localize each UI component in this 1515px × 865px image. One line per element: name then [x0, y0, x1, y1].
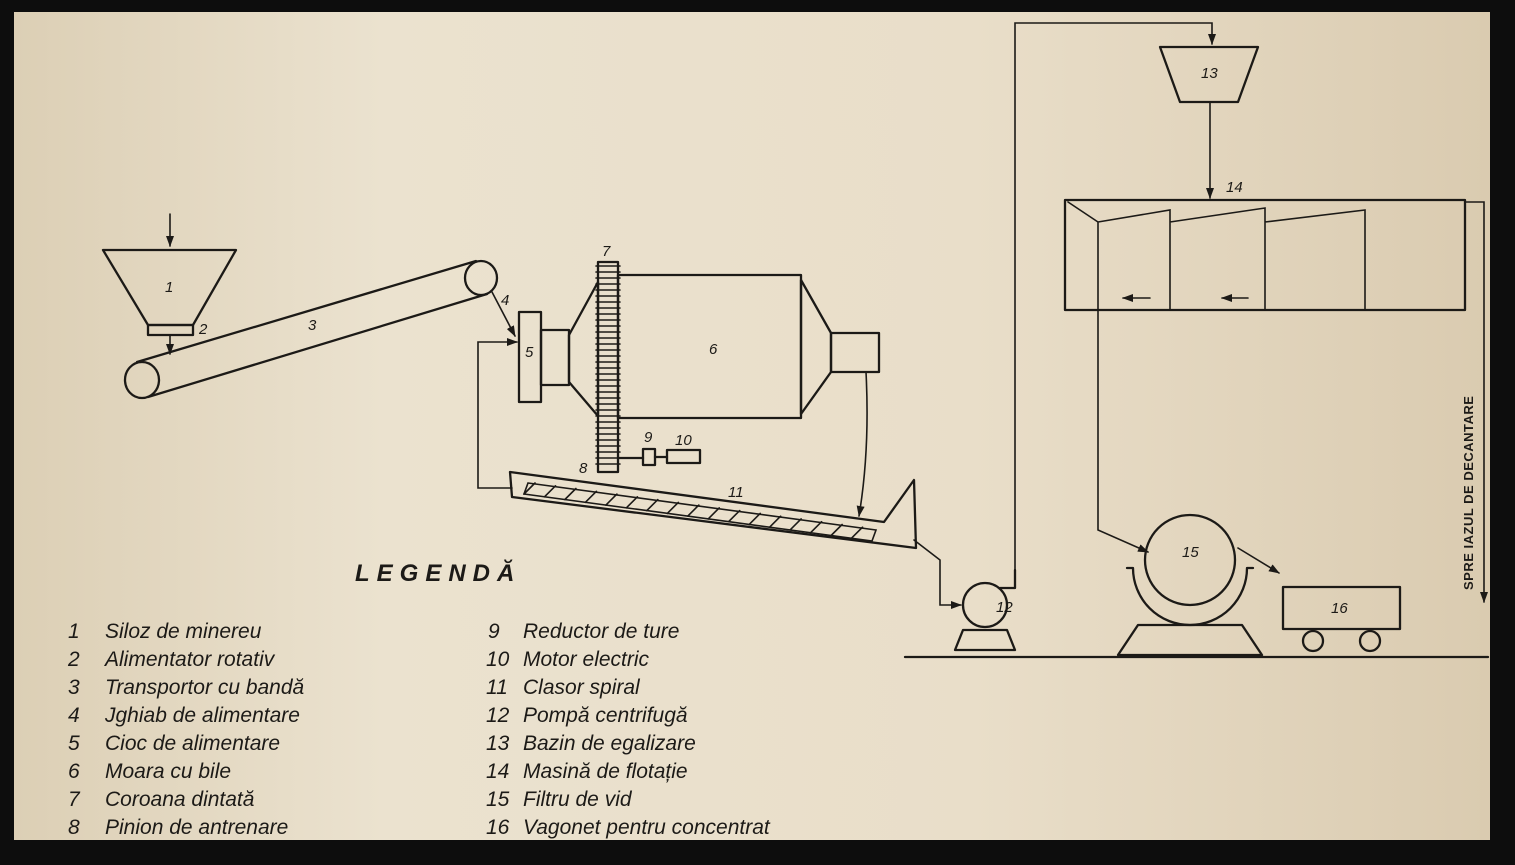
legend-label: Pompă centrifugă	[523, 704, 688, 727]
belt-conveyor: 3	[123, 259, 499, 400]
conveyor-belt-bottom	[146, 292, 489, 399]
conveyor-head-roller	[463, 259, 499, 297]
classifier-trough	[508, 470, 918, 550]
legend-number: 13	[486, 732, 510, 755]
filter-number-label: 15	[1182, 544, 1199, 561]
legend-label: Reductor de ture	[523, 620, 679, 643]
filter-cradle	[1125, 566, 1255, 627]
legend-number: 3	[68, 676, 80, 699]
legend-label: Jghiab de alimentare	[104, 704, 300, 727]
legend-label: Clasor spiral	[523, 676, 641, 699]
concentrate-wagon: 16	[1281, 585, 1402, 653]
classifier-overflow-line	[913, 539, 962, 609]
legend-label: Masină de flotație	[523, 760, 688, 783]
pump-outlet-stub	[998, 568, 1017, 590]
flotation-cell-partitions	[1067, 201, 1366, 311]
concentrate-line	[1097, 309, 1149, 553]
rotary-feeder	[146, 323, 195, 337]
wagon-body	[1281, 585, 1402, 631]
legend-number: 9	[488, 620, 500, 643]
silo-number-label: 1	[165, 279, 173, 296]
legend-label: Siloz de minereu	[105, 620, 262, 643]
motor-number-label: 10	[675, 432, 692, 449]
tank-body	[1158, 45, 1260, 104]
scoop-number-label: 5	[525, 344, 534, 361]
reducer-number-label: 9	[644, 429, 653, 446]
pump-number-label: 12	[996, 599, 1013, 616]
pump-casing	[961, 581, 1009, 629]
centrifugal-pump: 12	[953, 22, 1216, 652]
mill-discharge-trunnion	[829, 331, 881, 374]
equalizing-tank: 13	[1158, 45, 1260, 199]
tailings-line	[1464, 201, 1488, 603]
chute-number-label: 4	[501, 292, 509, 309]
feeder-number-label: 2	[198, 321, 208, 338]
spiral-classifier: 11	[508, 470, 962, 609]
legend-label: Motor electric	[523, 648, 650, 671]
legend-label: Filtru de vid	[523, 788, 633, 811]
speed-reducer	[641, 447, 657, 467]
legend-number: 1	[68, 620, 80, 643]
sand-return-line	[477, 338, 518, 489]
conveyor-belt-top	[135, 259, 478, 364]
legend-label: Coroana dintată	[105, 788, 254, 811]
legend-number: 15	[486, 788, 510, 811]
legend-number: 6	[68, 760, 80, 783]
mill-outlet-cone	[799, 278, 833, 416]
ring-gear	[596, 260, 620, 474]
flotation-number-label: 14	[1226, 179, 1243, 196]
legend-number: 11	[486, 676, 508, 699]
legend-label: Alimentator rotativ	[103, 648, 276, 671]
legend-number: 12	[486, 704, 510, 727]
ore-silo: 1 2	[101, 213, 238, 355]
legend-label: Vagonet pentru concentrat	[523, 816, 771, 839]
pump-base	[953, 628, 1017, 652]
mill-discharge-line	[856, 371, 868, 517]
legend-number: 5	[68, 732, 80, 755]
legend-label: Bazin de egalizare	[523, 732, 696, 755]
legend: LEGENDĂ 1 Siloz de minereu 2 Alimentator…	[67, 559, 771, 839]
legend-label: Moara cu bile	[105, 760, 231, 783]
legend-title: LEGENDĂ	[355, 559, 521, 587]
flotation-machine: 14 SPRE IAZUL DE DECANTARE	[1063, 179, 1488, 603]
tailings-destination-label: SPRE IAZUL DE DECANTARE	[1461, 396, 1476, 590]
vacuum-filter: 15	[1116, 513, 1280, 657]
electric-motor	[665, 448, 702, 465]
legend-number: 4	[68, 704, 80, 727]
legend-number: 10	[486, 648, 510, 671]
ball-mill: 6 7 8 9 10	[567, 243, 881, 517]
mill-feed: 4 5	[477, 291, 571, 489]
tank-number-label: 13	[1201, 65, 1218, 82]
mill-inlet-cone	[567, 280, 600, 418]
pinion-number-label: 8	[579, 460, 588, 477]
classifier-number-label: 11	[728, 484, 744, 501]
legend-number: 16	[486, 816, 510, 839]
wagon-number-label: 16	[1331, 600, 1348, 617]
scanned-page	[14, 12, 1490, 840]
ring-gear-teeth	[595, 265, 621, 465]
conveyor-tail-roller	[123, 360, 161, 400]
conveyor-number-label: 3	[308, 317, 317, 334]
classifier-spiral-flights	[523, 482, 864, 539]
legend-number: 14	[486, 760, 509, 783]
legend-label: Transportor cu bandă	[105, 676, 304, 699]
legend-number: 7	[68, 788, 81, 811]
wagon-wheel-right	[1358, 629, 1382, 653]
filter-slurry-level	[1147, 575, 1233, 606]
filter-base	[1116, 623, 1264, 657]
feed-chute-arrow	[491, 291, 516, 337]
filter-to-wagon-arrow	[1237, 547, 1280, 574]
wagon-wheel-left	[1301, 629, 1325, 653]
legend-label: Cioc de alimentare	[105, 732, 280, 755]
legend-label: Pinion de antrenare	[105, 816, 288, 839]
classifier-spiral-band	[522, 482, 878, 542]
legend-number: 2	[67, 648, 80, 671]
gear-number-label: 7	[602, 243, 611, 260]
pulp-rising-pipe	[1014, 22, 1216, 571]
legend-number: 8	[68, 816, 80, 839]
mill-number-label: 6	[709, 341, 718, 358]
feed-scoop-neck	[539, 328, 571, 387]
